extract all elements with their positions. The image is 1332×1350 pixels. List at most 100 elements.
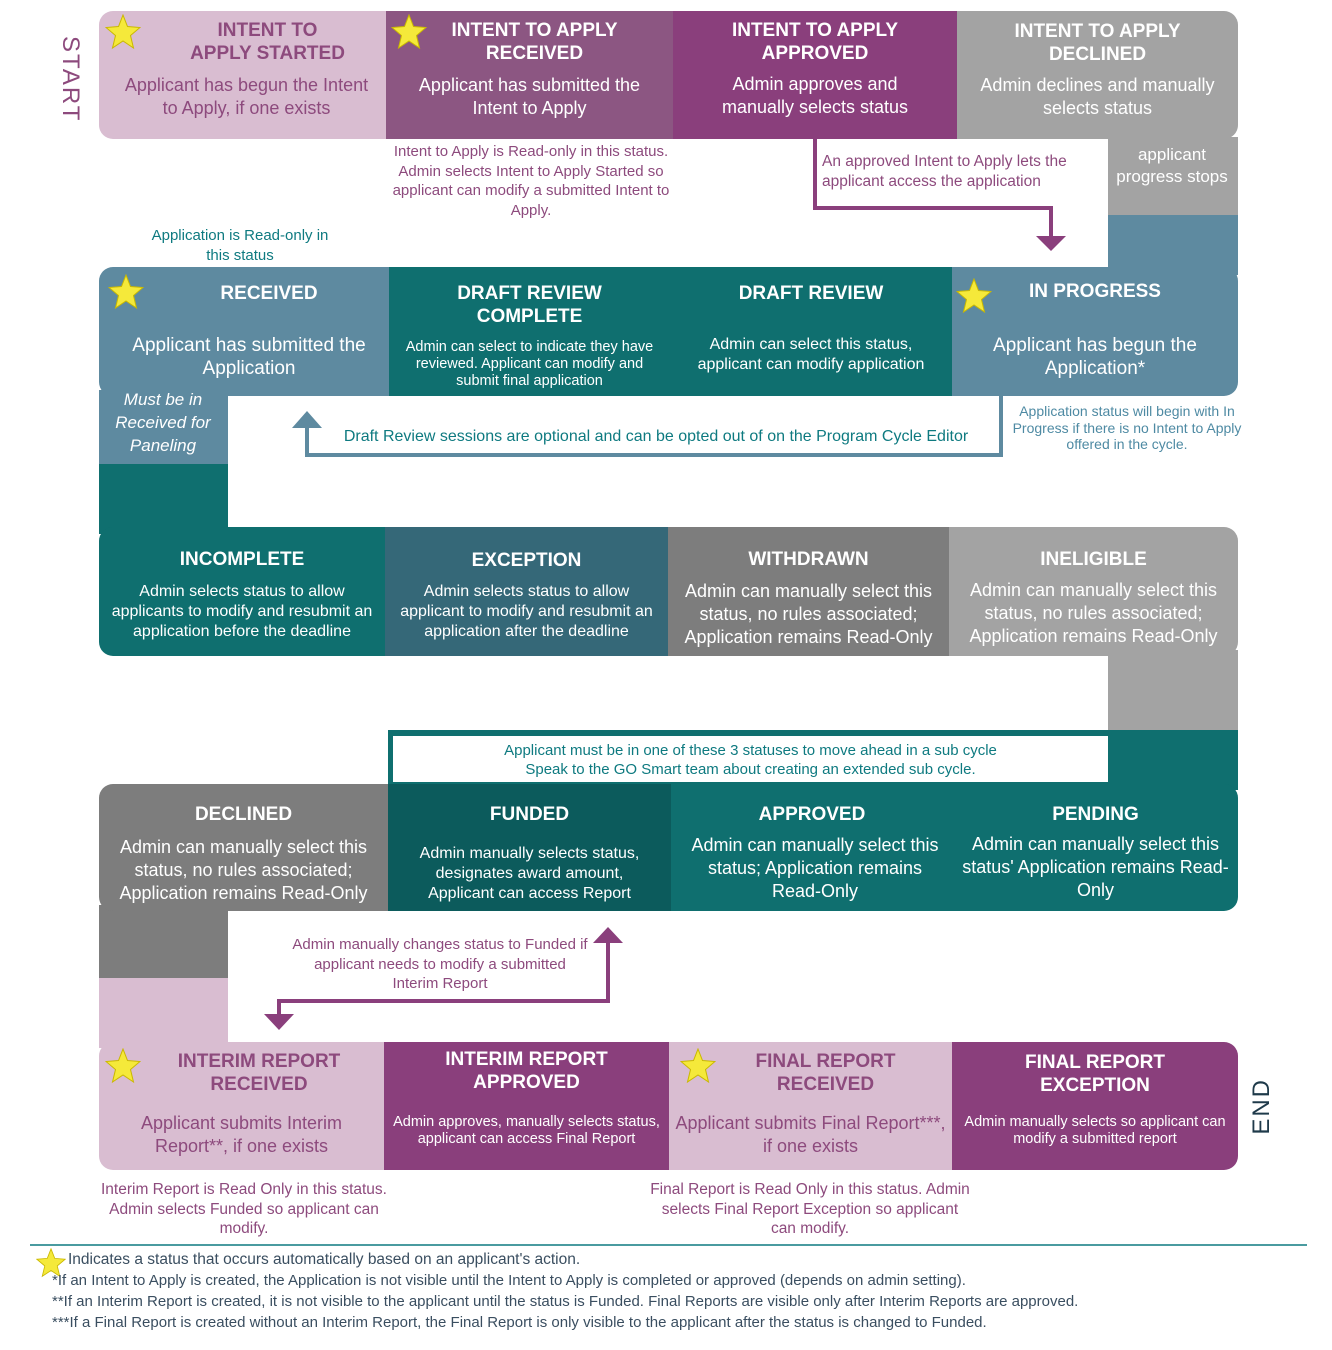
status-intent-received: INTENT TO APPLY RECEIVED Applicant has s… — [386, 11, 673, 139]
status-description: Admin can manually select this status, n… — [119, 837, 368, 903]
row3-band: INCOMPLETE Admin selects status to allow… — [99, 527, 1238, 656]
status-pending: PENDING Admin can manually select this s… — [953, 784, 1238, 911]
status-intent-started: INTENT TO APPLY STARTED Applicant has be… — [99, 11, 386, 139]
connector-gray-right-1 — [1108, 137, 1238, 217]
note-funded-modify: Admin manually changes status to Funded … — [292, 936, 588, 992]
status-description: Admin can select this status, applicant … — [697, 336, 925, 373]
arrowhead-up-icon — [292, 411, 322, 428]
applicant-progress-stops: applicant progress stops — [1116, 145, 1228, 186]
note-draft-review-optional: Draft Review sessions are optional and c… — [343, 428, 969, 445]
note-application-readonly: Application is Read-only in this status — [151, 227, 329, 264]
status-title: INTENT TO APPLY APPROVED — [731, 20, 899, 64]
note-in-progress-begin: Application status will begin with In Pr… — [1012, 403, 1242, 452]
connector-gray-right-3 — [1108, 650, 1238, 732]
subcycle-note-1: Applicant must be in one of these 3 stat… — [504, 742, 997, 759]
connector-pink-left-4 — [99, 978, 228, 1048]
status-title: FUNDED — [489, 804, 570, 825]
star-icon — [36, 1248, 66, 1278]
arrow-funded-modify — [277, 942, 610, 1016]
status-funded: FUNDED Admin manually selects status, de… — [388, 784, 671, 911]
status-intent-approved: INTENT TO APPLY APPROVED Admin approves … — [673, 11, 957, 139]
status-description: Admin can select to indicate they have r… — [405, 339, 654, 389]
status-exception: EXCEPTION Admin selects status to allow … — [385, 527, 668, 656]
status-final-exception: FINAL REPORT EXCEPTION Admin manually se… — [952, 1042, 1238, 1170]
status-title: PENDING — [1052, 804, 1139, 825]
note-final-readonly: Final Report is Read Only in this status… — [650, 1181, 970, 1237]
status-interim-received: INTERIM REPORT RECEIVED Applicant submit… — [99, 1042, 384, 1170]
status-description: Applicant has begun the Intent to Apply,… — [124, 75, 369, 118]
status-title: RECEIVED — [220, 283, 318, 304]
status-description: Admin selects status to allow applicant … — [400, 583, 653, 640]
status-intent-declined: INTENT TO APPLY DECLINED Admin declines … — [957, 11, 1238, 139]
status-description: Admin can manually select this status; A… — [691, 835, 939, 901]
status-ineligible: INELIGIBLE Admin can manually select thi… — [949, 527, 1238, 656]
subcycle-note-2: Speak to the GO Smart team about creatin… — [525, 761, 976, 778]
status-title: IN PROGRESS — [1029, 281, 1161, 302]
status-description: Applicant submits Interim Report**, if o… — [140, 1113, 343, 1156]
status-description: Admin can manually select this status, n… — [969, 580, 1218, 646]
status-title: INTERIM REPORT APPROVED — [445, 1049, 608, 1093]
arrow-draft-review-optional — [305, 396, 1003, 457]
start-label: START — [57, 36, 84, 123]
arrowhead-down-icon — [264, 1014, 294, 1030]
status-description: Admin manually selects status, designate… — [419, 845, 640, 902]
status-title: EXCEPTION — [471, 550, 582, 571]
status-in-progress: IN PROGRESS Applicant has begun the Appl… — [952, 267, 1238, 396]
row5-band: INTERIM REPORT RECEIVED Applicant submit… — [99, 1042, 1238, 1170]
footnote-1: *If an Intent to Apply is created, the A… — [52, 1272, 966, 1289]
subcycle-box — [393, 736, 1108, 782]
row1-band: INTENT TO APPLY STARTED Applicant has be… — [99, 11, 1238, 139]
status-description: Admin approves and manually selects stat… — [721, 74, 909, 117]
status-description: Applicant has submitted the Intent to Ap… — [418, 75, 641, 118]
row4-band: DECLINED Admin can manually select this … — [99, 784, 1238, 911]
status-withdrawn: WITHDRAWN Admin can manually select this… — [668, 527, 949, 656]
status-description: Admin can manually select this status, n… — [684, 581, 933, 647]
status-title: DRAFT REVIEW — [738, 283, 884, 304]
status-title: INCOMPLETE — [179, 549, 305, 570]
status-title: FINAL REPORT RECEIVED — [755, 1051, 896, 1095]
status-title: INTENT TO APPLY RECEIVED — [451, 20, 618, 64]
status-final-received: FINAL REPORT RECEIVED Applicant submits … — [669, 1042, 952, 1170]
status-draft-review-complete: DRAFT REVIEW COMPLETE Admin can select t… — [389, 267, 670, 396]
status-incomplete: INCOMPLETE Admin selects status to allow… — [99, 527, 385, 656]
status-title: WITHDRAWN — [748, 549, 869, 570]
status-description: Admin can manually select this status' A… — [962, 834, 1229, 900]
status-interim-approved: INTERIM REPORT APPROVED Admin approves, … — [384, 1042, 669, 1170]
status-title: FINAL REPORT EXCEPTION — [1024, 1052, 1166, 1096]
star-icon — [391, 14, 427, 50]
status-approved: APPROVED Admin can manually select this … — [671, 784, 953, 911]
status-description: Applicant submits Final Report***, if on… — [675, 1113, 946, 1156]
status-description: Admin approves, manually selects status,… — [393, 1114, 660, 1147]
note-paneling: Must be in Received for Paneling — [115, 390, 211, 455]
note-intent-approved: An approved Intent to Apply lets the app… — [822, 153, 1067, 190]
status-declined: DECLINED Admin can manually select this … — [99, 784, 388, 911]
star-icon — [105, 1048, 141, 1084]
connector-gray-left-4 — [99, 905, 228, 980]
arrowhead-down-icon — [1036, 236, 1066, 251]
status-description: Admin declines and manually selects stat… — [980, 75, 1215, 118]
footer-star-legend: Indicates a status that occurs automatic… — [68, 1251, 581, 1268]
row2-band: RECEIVED Applicant has submitted the App… — [99, 267, 1238, 396]
status-description: Admin selects status to allow applicants… — [111, 583, 373, 640]
status-description: Applicant has submitted the Application — [132, 335, 366, 379]
connector-blue-left-2 — [99, 390, 228, 466]
star-icon — [108, 274, 144, 310]
status-received: RECEIVED Applicant has submitted the App… — [99, 267, 389, 396]
status-title: DRAFT REVIEW COMPLETE — [457, 283, 602, 327]
arrow-approved-to-in-progress — [813, 139, 1053, 238]
star-icon — [105, 14, 141, 50]
connector-blue-right-1 — [1108, 215, 1238, 275]
status-title: INELIGIBLE — [1040, 549, 1147, 570]
note-intent-readonly: Intent to Apply is Read-only in this sta… — [392, 143, 670, 219]
connector-teal-left-2 — [99, 464, 228, 534]
status-title: INTENT TO APPLY STARTED — [190, 20, 345, 64]
status-draft-review: DRAFT REVIEW Admin can select this statu… — [670, 267, 952, 396]
status-description: Applicant has begun the Application* — [993, 335, 1197, 379]
status-title: INTERIM REPORT RECEIVED — [177, 1051, 341, 1095]
footnote-3: ***If a Final Report is created without … — [52, 1314, 987, 1331]
note-interim-readonly: Interim Report is Read Only in this stat… — [100, 1181, 387, 1237]
status-title: APPROVED — [758, 804, 866, 825]
connector-teal-right-3 — [1108, 730, 1238, 790]
arrowhead-up-icon — [593, 927, 623, 943]
